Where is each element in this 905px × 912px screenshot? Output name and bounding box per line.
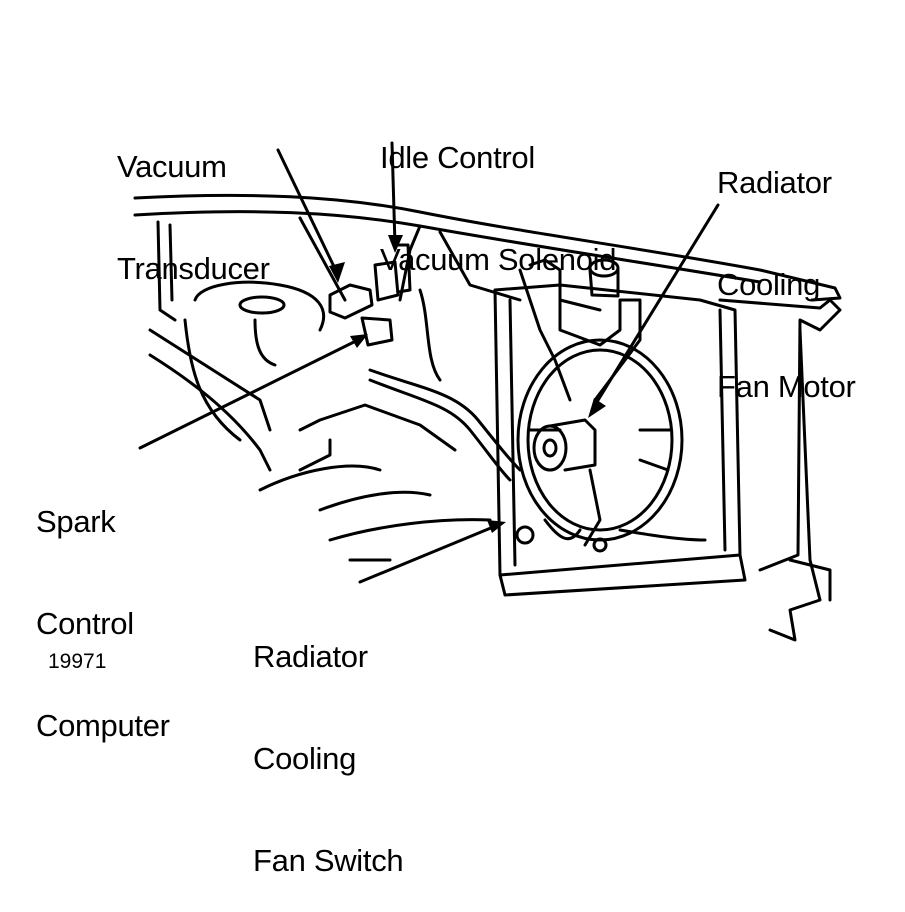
radiator-cap <box>588 258 620 298</box>
label-line: Vacuum Solenoid <box>380 242 617 277</box>
engine-block <box>148 280 492 562</box>
label-line: Radiator <box>717 165 832 200</box>
figure-number: 19971 <box>48 650 107 673</box>
label-line: Cooling <box>717 267 821 302</box>
label-line: Fan Switch <box>253 843 404 878</box>
radiator-support <box>718 298 842 642</box>
leader-radiator-cooling-fan-motor <box>590 203 720 412</box>
label-idle-control-vacuum-solenoid: Idle Control Vacuum Solenoid <box>380 73 617 311</box>
arrowhead-vacuum-transducer <box>329 262 345 283</box>
leader-spark-control-computer <box>138 336 364 450</box>
wiring-harness <box>368 288 707 542</box>
label-line: Fan Motor <box>717 369 856 404</box>
label-line: Idle Control <box>380 140 535 175</box>
leader-vacuum-transducer <box>276 148 340 277</box>
fan-shroud <box>516 258 684 542</box>
label-line: Computer <box>36 708 170 743</box>
label-spark-control-computer: Spark Control Computer <box>36 437 170 777</box>
fender-outline <box>133 193 842 322</box>
leader-idle-control-vacuum-solenoid <box>390 141 397 247</box>
label-line: Transducer <box>117 251 270 286</box>
label-line: Radiator <box>253 639 368 674</box>
engine-compartment-illustration <box>133 141 842 642</box>
arrowhead-idle-control-vacuum-solenoid <box>388 235 403 253</box>
label-radiator-cooling-fan-switch: Radiator Cooling Fan Switch <box>253 572 404 912</box>
leader-radiator-cooling-fan-switch <box>358 523 500 584</box>
arrowhead-radiator-cooling-fan-motor <box>588 398 606 418</box>
arrowhead-radiator-cooling-fan-switch <box>487 520 506 533</box>
fan-motor <box>515 418 608 553</box>
label-line: Vacuum <box>117 149 227 184</box>
label-vacuum-transducer: Vacuum Transducer <box>117 82 270 320</box>
arrowhead-spark-control-computer <box>350 334 368 348</box>
label-line: Control <box>36 606 134 641</box>
label-line: Cooling <box>253 741 357 776</box>
label-radiator-cooling-fan-motor: Radiator Cooling Fan Motor <box>717 98 856 438</box>
label-line: Spark <box>36 504 116 539</box>
